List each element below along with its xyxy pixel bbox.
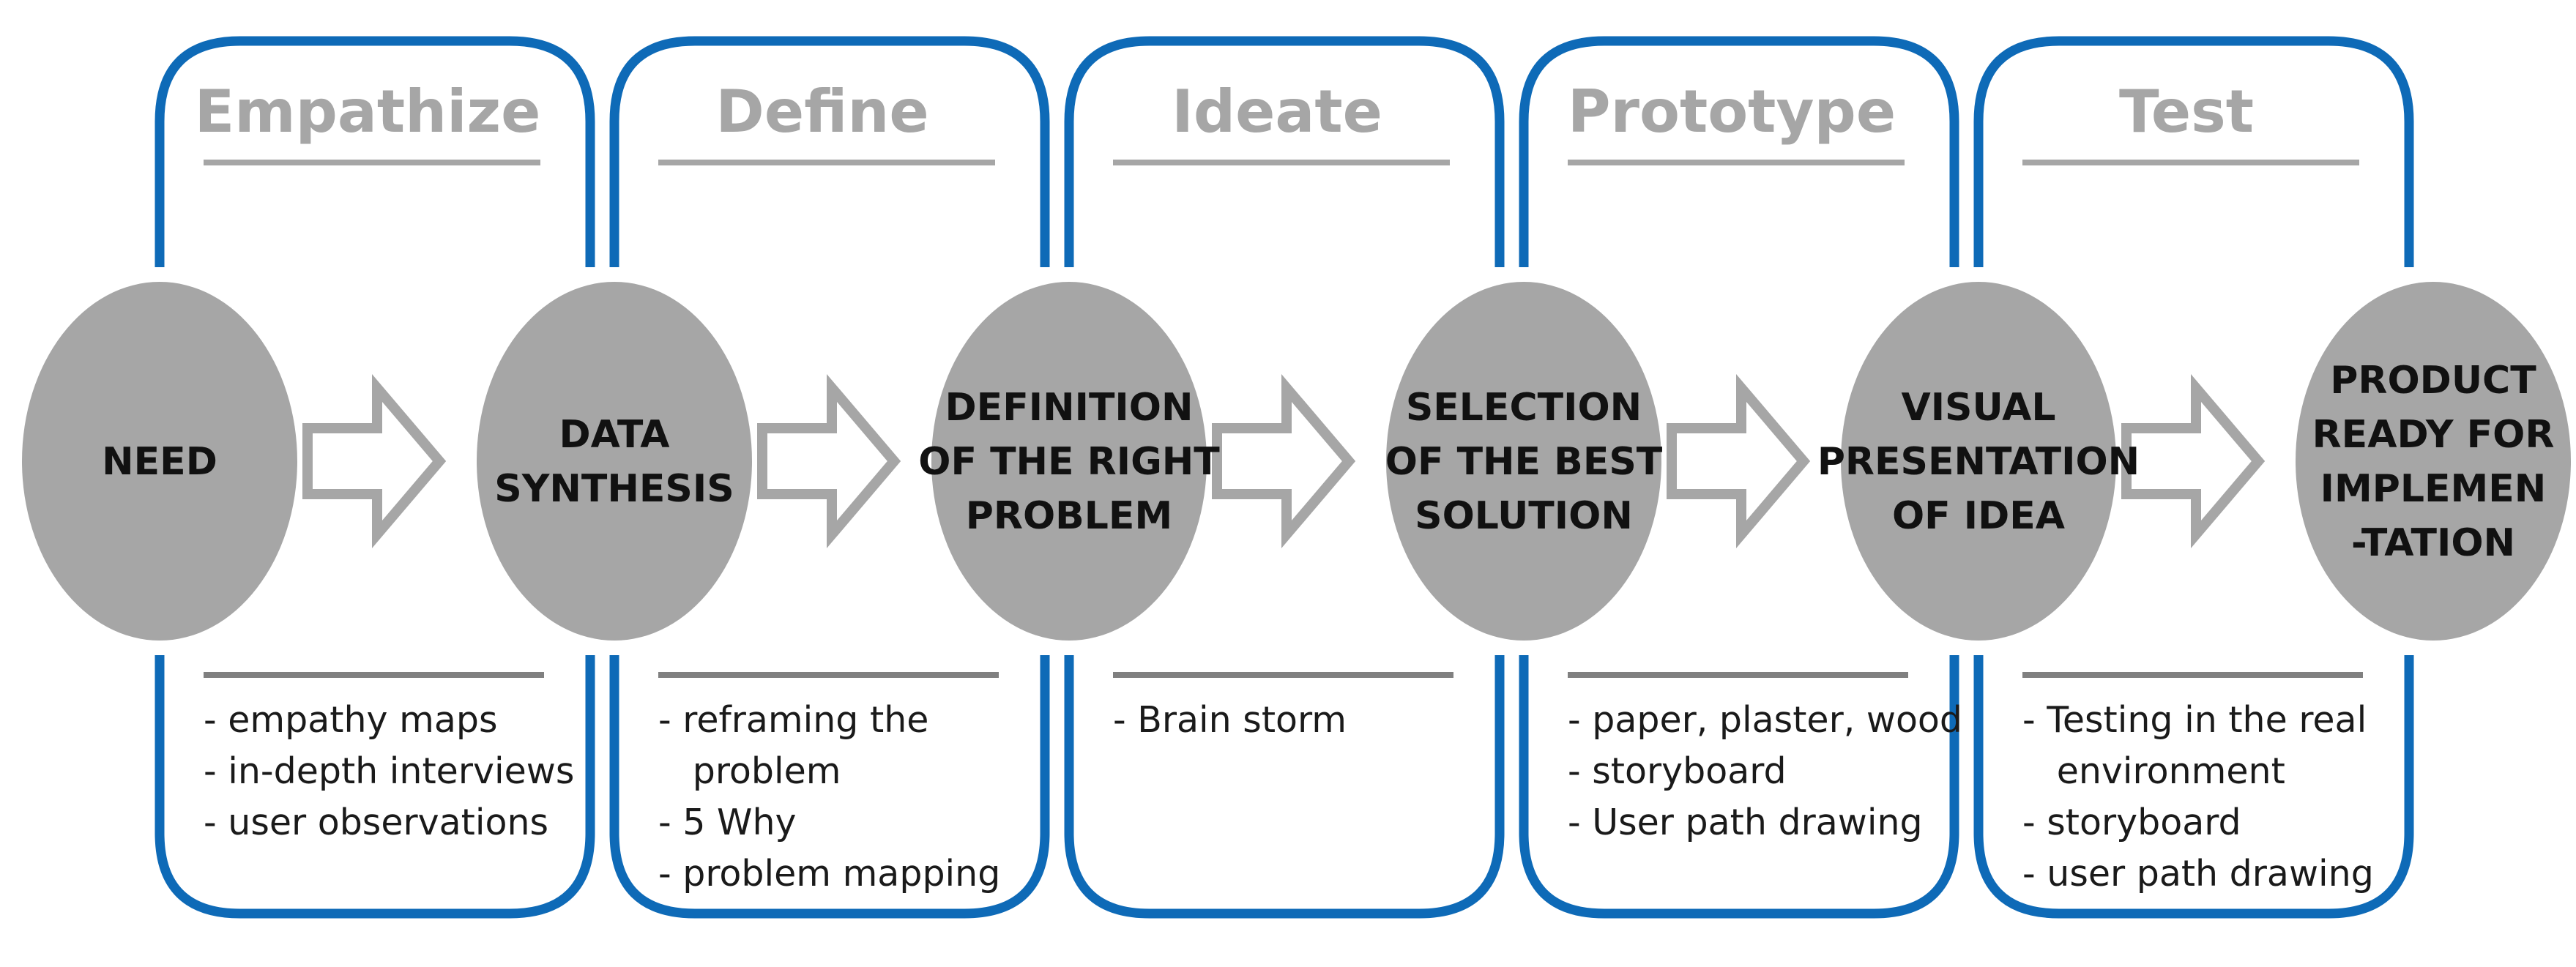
process-arrows (302, 373, 2266, 549)
process-node (931, 282, 1207, 641)
node-label: DATA (559, 413, 669, 457)
process-node (477, 282, 752, 641)
method-item: - in-depth interviews (204, 750, 574, 792)
method-item: - user observations (204, 802, 548, 843)
method-item: - Testing in the real (2022, 699, 2367, 741)
arrow-icon (2121, 373, 2266, 549)
node-label: SYNTHESIS (494, 467, 734, 511)
node-label: -TATION (2351, 521, 2515, 565)
node-label: DEFINITION (945, 386, 1194, 430)
process-nodes: NEED DATA SYNTHESIS DEFINITION OF THE RIGHT P… (22, 282, 2571, 641)
node-label: PRODUCT (2330, 359, 2536, 403)
stage-title: Prototype (1568, 78, 1896, 146)
node-label: PRESENTATION (1817, 440, 2140, 484)
stage-title: Ideate (1172, 78, 1382, 146)
stage-titles: Empathize Define Ideate Prototype Test (195, 78, 2359, 165)
method-item: - empathy maps (204, 699, 498, 741)
arrow-icon (757, 373, 901, 549)
arrow-icon (1212, 373, 1356, 549)
arrow-icon (302, 373, 447, 549)
node-label: SOLUTION (1415, 494, 1633, 538)
stage-frame (155, 36, 595, 919)
node-label: IMPLEMEN (2320, 467, 2547, 511)
method-item: problem (658, 750, 841, 792)
method-item: - user path drawing (2022, 853, 2374, 895)
node-label: NEED (102, 440, 217, 484)
method-item: - reframing the (658, 699, 928, 741)
stage-title: Test (2119, 78, 2254, 146)
node-label: SELECTION (1406, 386, 1642, 430)
node-label: OF THE RIGHT (918, 440, 1220, 484)
method-item: - 5 Why (658, 802, 797, 843)
method-item: environment (2022, 750, 2285, 792)
method-item: - Brain storm (1113, 699, 1347, 741)
node-label: READY FOR (2312, 413, 2555, 457)
arrow-icon (1667, 373, 1811, 549)
node-label: PROBLEM (966, 494, 1172, 538)
method-item: - paper, plaster, wood (1568, 699, 1962, 741)
stage-frame (1064, 36, 1505, 919)
method-item: - storyboard (2022, 802, 2241, 843)
node-label: OF THE BEST (1385, 440, 1663, 484)
method-item: - problem mapping (658, 853, 1000, 895)
stage-methods: - empathy maps - in-depth interviews - use… (204, 672, 2374, 895)
process-node (2296, 282, 2571, 641)
node-label: OF IDEA (1892, 494, 2065, 538)
stage-title: Define (715, 78, 928, 146)
stage-title: Empathize (195, 78, 541, 146)
process-node (22, 282, 297, 641)
stage-frame (1973, 36, 2414, 919)
node-label: VISUAL (1901, 386, 2055, 430)
stage-frames (155, 36, 2414, 919)
stage-frame (1519, 36, 1959, 919)
stage-frame (609, 36, 1050, 919)
method-item: - storyboard (1568, 750, 1787, 792)
process-node (1386, 282, 1661, 641)
method-item: - User path drawing (1568, 802, 1923, 843)
process-node (1841, 282, 2116, 641)
